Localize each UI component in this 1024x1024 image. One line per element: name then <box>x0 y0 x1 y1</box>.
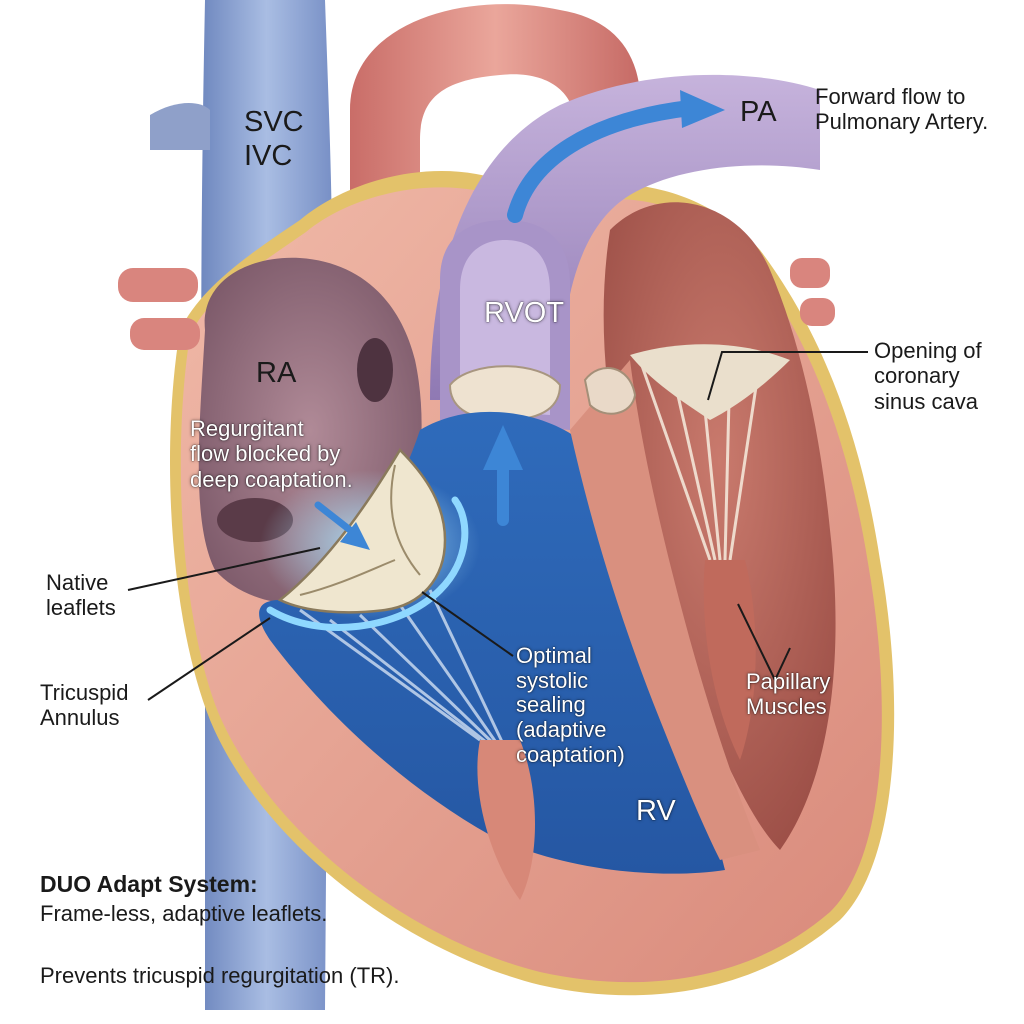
aortic-valve <box>583 367 637 415</box>
optimal-sealing-line-3: sealing <box>516 692 586 718</box>
regurgitant-line-3: deep coaptation. <box>190 466 353 492</box>
ivc-label: IVC <box>244 140 293 172</box>
ra-label: RA <box>256 357 297 389</box>
system-benefit: Prevents tricuspid regurgitation (TR). <box>40 963 400 988</box>
duo-valve-leaflets <box>277 447 447 614</box>
leader-papillary <box>737 603 791 683</box>
forward-flow-arrow <box>507 100 698 223</box>
native-leaflets-line-2: leaflets <box>46 595 116 621</box>
forward-flow-line-1: Forward flow to <box>815 84 966 109</box>
rv-label: RV <box>636 795 676 827</box>
native-leaflets-label: Native leaflets <box>46 570 116 621</box>
opening-coronary-line-1: Opening of <box>874 338 982 363</box>
pulmonary-vein-1 <box>790 258 830 288</box>
optimal-sealing-line-4: (adaptive <box>516 716 607 742</box>
mitral-leaflet <box>630 344 790 420</box>
svc-branch <box>150 103 210 150</box>
tricuspid-chordae <box>299 589 507 749</box>
aorta <box>350 4 641 330</box>
forward-flow-arrowhead <box>680 90 725 128</box>
tricuspid-annulus-label: Tricuspid Annulus <box>40 680 128 731</box>
tricuspid-annulus-line-2: Annulus <box>40 705 120 731</box>
pulmonary-vein-2 <box>800 298 835 326</box>
ra-vessel-2 <box>130 318 200 350</box>
valve-fold-1 <box>390 464 421 576</box>
forward-flow-label: Forward flow to Pulmonary Artery. <box>815 84 988 135</box>
papillary-muscle-rv <box>477 740 535 900</box>
leader-lines <box>127 351 868 701</box>
ra-vessel-1 <box>118 268 198 302</box>
regurgitant-arrowhead <box>340 522 370 550</box>
pulmonary-valve <box>448 365 562 422</box>
opening-coronary-line-3: sinus cava <box>874 388 978 414</box>
leader-optimal-sealing <box>421 591 514 657</box>
rvot-label: RVOT <box>484 297 565 329</box>
opening-coronary-label: Opening of coronary sinus cava <box>874 338 982 414</box>
septum <box>570 360 760 860</box>
regurgitant-line-2: flow blocked by <box>190 441 341 467</box>
opening-coronary-line-2: coronary <box>874 363 960 389</box>
leader-native-leaflets <box>127 547 321 591</box>
optimal-sealing-label: Optimal systolic sealing (adaptive coapt… <box>516 643 625 767</box>
leader-tricuspid-annulus <box>147 617 271 701</box>
leader-opening-coronary <box>707 351 868 401</box>
pa-label: PA <box>740 96 777 128</box>
papillary-muscle-lv <box>703 560 756 760</box>
tricuspid-annulus-ring <box>266 496 469 631</box>
system-feature: Frame-less, adaptive leaflets. <box>40 901 328 926</box>
optimal-sealing-line-2: systolic <box>516 667 589 693</box>
papillary-line-2: Muscles <box>746 693 827 719</box>
forward-flow-line-2: Pulmonary Artery. <box>815 109 989 135</box>
rv-flow-arrowhead <box>483 425 523 470</box>
regurgitant-arrow <box>314 501 354 534</box>
system-title: DUO Adapt System: <box>40 871 258 897</box>
coronary-sinus-opening <box>357 338 393 402</box>
optimal-sealing-line-5: coaptation) <box>516 741 625 767</box>
optimal-sealing-line-1: Optimal <box>516 643 592 668</box>
svc-label: SVC <box>244 106 304 138</box>
regurgitant-line-1: Regurgitant <box>190 416 304 441</box>
papillary-label: Papillary Muscles <box>746 669 831 719</box>
tricuspid-annulus-line-1: Tricuspid <box>40 680 129 705</box>
valve-fold-2 <box>299 559 396 596</box>
native-leaflets-line-1: Native <box>46 570 109 595</box>
papillary-line-1: Papillary <box>746 669 831 694</box>
regurgitant-label: Regurgitant flow blocked by deep coaptat… <box>190 416 353 492</box>
